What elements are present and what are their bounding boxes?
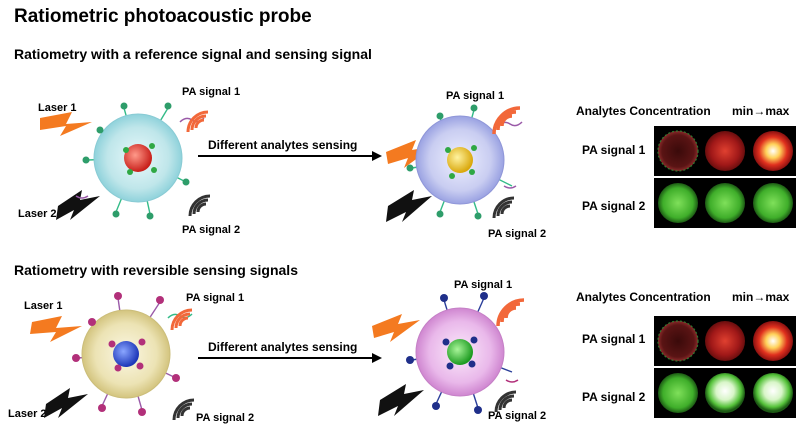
- s2-row-2-label: PA signal 2: [582, 390, 646, 404]
- s1-panel-scale: min→max: [732, 104, 790, 118]
- s1-pa-wave-2-right-icon: [492, 196, 515, 219]
- s1-right-laser-1-bolt-icon: [386, 140, 434, 168]
- s2-pa-wave-2-left-icon: [172, 398, 195, 421]
- s1-pa-wave-2-left-icon: [188, 194, 211, 217]
- s2-row-1-label: PA signal 1: [582, 332, 646, 346]
- s1-laser-2-label: Laser 2: [18, 208, 57, 220]
- s2-panel-scale: min→max: [732, 290, 790, 304]
- s1-sensing-arrow-icon: [198, 151, 382, 161]
- s2-laser-2-bolt-icon: [44, 388, 88, 418]
- s1-pa-signal-2-right: PA signal 2: [488, 228, 547, 240]
- s2-pa-signal-2-right: PA signal 2: [488, 410, 547, 422]
- s1-concentration-panel: [654, 126, 796, 228]
- section-1-heading: Ratiometry with a reference signal and s…: [14, 46, 372, 62]
- s1-arrow-label: Different analytes sensing: [208, 138, 358, 152]
- section-2-heading: Ratiometry with reversible sensing signa…: [14, 262, 298, 278]
- s2-pa-wave-1-left-icon: [170, 308, 193, 331]
- s2-laser-1-label: Laser 1: [24, 300, 63, 312]
- s2-sensing-arrow-icon: [198, 353, 382, 363]
- s1-pa-wave-1-right-icon: [492, 106, 521, 135]
- s1-pa-signal-2-left: PA signal 2: [182, 224, 241, 236]
- s1-pa-wave-1-left-icon: [186, 110, 209, 133]
- s2-pa-wave-2-right-icon: [494, 390, 517, 413]
- s1-right-laser-2-bolt-icon: [386, 190, 432, 222]
- s2-right-nanoprobe-icon: [406, 292, 519, 414]
- s1-pa-signal-1-left: PA signal 1: [182, 86, 241, 98]
- s2-right-laser-2-bolt-icon: [378, 384, 424, 416]
- s2-right-laser-1-bolt-icon: [372, 314, 420, 342]
- s2-pa-signal-2-left: PA signal 2: [196, 412, 255, 424]
- s2-panel-header: Analytes Concentration: [576, 290, 711, 304]
- s2-pa-wave-1-right-icon: [496, 298, 525, 327]
- s1-row-2-label: PA signal 2: [582, 199, 646, 213]
- page-title: Ratiometric photoacoustic probe: [14, 6, 312, 27]
- s2-laser-2-label: Laser 2: [8, 408, 47, 420]
- s1-right-nanoprobe-icon: [406, 104, 523, 220]
- s1-laser-1-bolt-icon: [40, 112, 92, 136]
- s1-panel-header: Analytes Concentration: [576, 104, 711, 118]
- s2-pa-signal-1-right: PA signal 1: [454, 279, 513, 291]
- s2-arrow-label: Different analytes sensing: [208, 340, 358, 354]
- s2-left-nanoprobe-icon: [72, 292, 193, 416]
- s2-pa-signal-1-left: PA signal 1: [186, 292, 245, 304]
- s2-laser-1-bolt-icon: [30, 316, 82, 342]
- s1-pa-signal-1-right: PA signal 1: [446, 90, 505, 102]
- s1-left-nanoprobe-icon: [75, 102, 205, 220]
- s2-concentration-panel: [654, 316, 796, 418]
- s1-laser-2-bolt-icon: [56, 190, 100, 220]
- s1-row-1-label: PA signal 1: [582, 143, 646, 157]
- s1-laser-1-label: Laser 1: [38, 102, 77, 114]
